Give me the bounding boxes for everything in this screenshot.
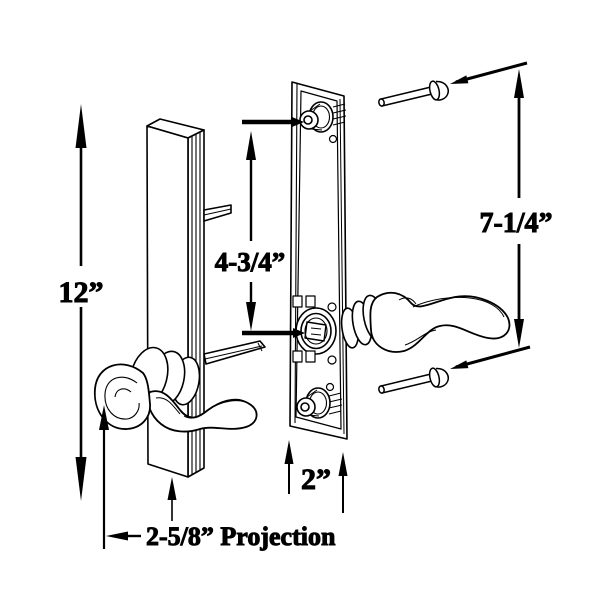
arrowhead-up <box>75 104 87 148</box>
screw-bottom-tip <box>378 385 385 394</box>
right-plate-left-edge-line <box>294 83 298 424</box>
right-assembly <box>289 81 511 440</box>
screw-top-tip <box>378 98 385 107</box>
screw-top <box>378 80 449 107</box>
arrowhead-down <box>246 302 256 331</box>
spindle-square-hole <box>304 321 327 342</box>
right-plate-right-edge-line <box>339 98 345 435</box>
plate-face-arrowhead-up <box>167 477 177 500</box>
projection-dimension-label: 2-5/8” Projection <box>146 522 336 551</box>
dimension-plate-width: 2” <box>284 440 348 513</box>
leader-top-arrowhead <box>292 117 304 127</box>
leader-to-bottom-screw <box>455 345 531 369</box>
mounting-tab <box>203 204 232 222</box>
right-plate-inner-frame <box>295 90 342 430</box>
machine-screws <box>378 80 449 394</box>
left-lever-grip <box>146 390 258 433</box>
bottom-screw-post <box>296 387 343 419</box>
screw-top-flange <box>428 80 441 101</box>
right-lever-grip <box>369 291 511 353</box>
spindle-hub <box>295 307 337 355</box>
arrowhead-down <box>514 319 524 348</box>
lever-tip-arrowhead-up <box>99 405 109 430</box>
screw-bottom <box>378 367 449 394</box>
top-post-barrel <box>299 110 319 130</box>
leader-bottom-arrowhead <box>450 360 469 369</box>
dimension-projection: 2-5/8” Projection <box>99 405 336 552</box>
left-lever-grip-contours <box>155 397 250 419</box>
dimensions: 12” 4-3/4” 7-1/4” <box>58 61 553 552</box>
left-lever-scroll-contours <box>104 376 140 420</box>
hole-spacing-dimension-label: 4-3/4” <box>215 247 286 277</box>
bottom-post-barrel <box>296 397 316 417</box>
top-post-hole <box>303 115 313 125</box>
right-lever <box>340 291 511 353</box>
projection-arrowhead-left <box>106 531 128 541</box>
screw-length-dimension-label: 7-1/4” <box>479 208 552 239</box>
leader-to-top-screw <box>455 61 528 84</box>
height-dimension-label: 12” <box>59 276 104 309</box>
top-post-thread-hatches <box>332 103 347 126</box>
spindle-bar <box>203 340 266 365</box>
arrowhead-down <box>75 457 87 501</box>
dimension-screw-length: 7-1/4” <box>450 61 553 369</box>
screw-bottom-flange <box>428 367 441 388</box>
arrowhead-up <box>514 69 524 98</box>
right-lever-grip-contours <box>398 296 505 346</box>
plate-width-dimension-label: 2” <box>301 463 331 496</box>
arrowhead-up <box>246 131 256 160</box>
left-assembly <box>94 118 266 478</box>
bottom-post-thread-hatches <box>328 392 343 415</box>
leader-bottom-arrowhead <box>293 328 305 338</box>
retainer-clips <box>292 295 316 363</box>
leader-top-arrowhead <box>450 75 469 84</box>
bottom-post-hole <box>300 402 310 412</box>
left-arrowhead-up <box>284 440 294 464</box>
top-screw-post <box>299 101 347 133</box>
screw-holes <box>325 134 338 392</box>
dimension-plate-height: 12” <box>58 104 104 501</box>
dimension-hole-spacing: 4-3/4” <box>214 117 305 338</box>
right-arrowhead-up <box>338 452 348 476</box>
